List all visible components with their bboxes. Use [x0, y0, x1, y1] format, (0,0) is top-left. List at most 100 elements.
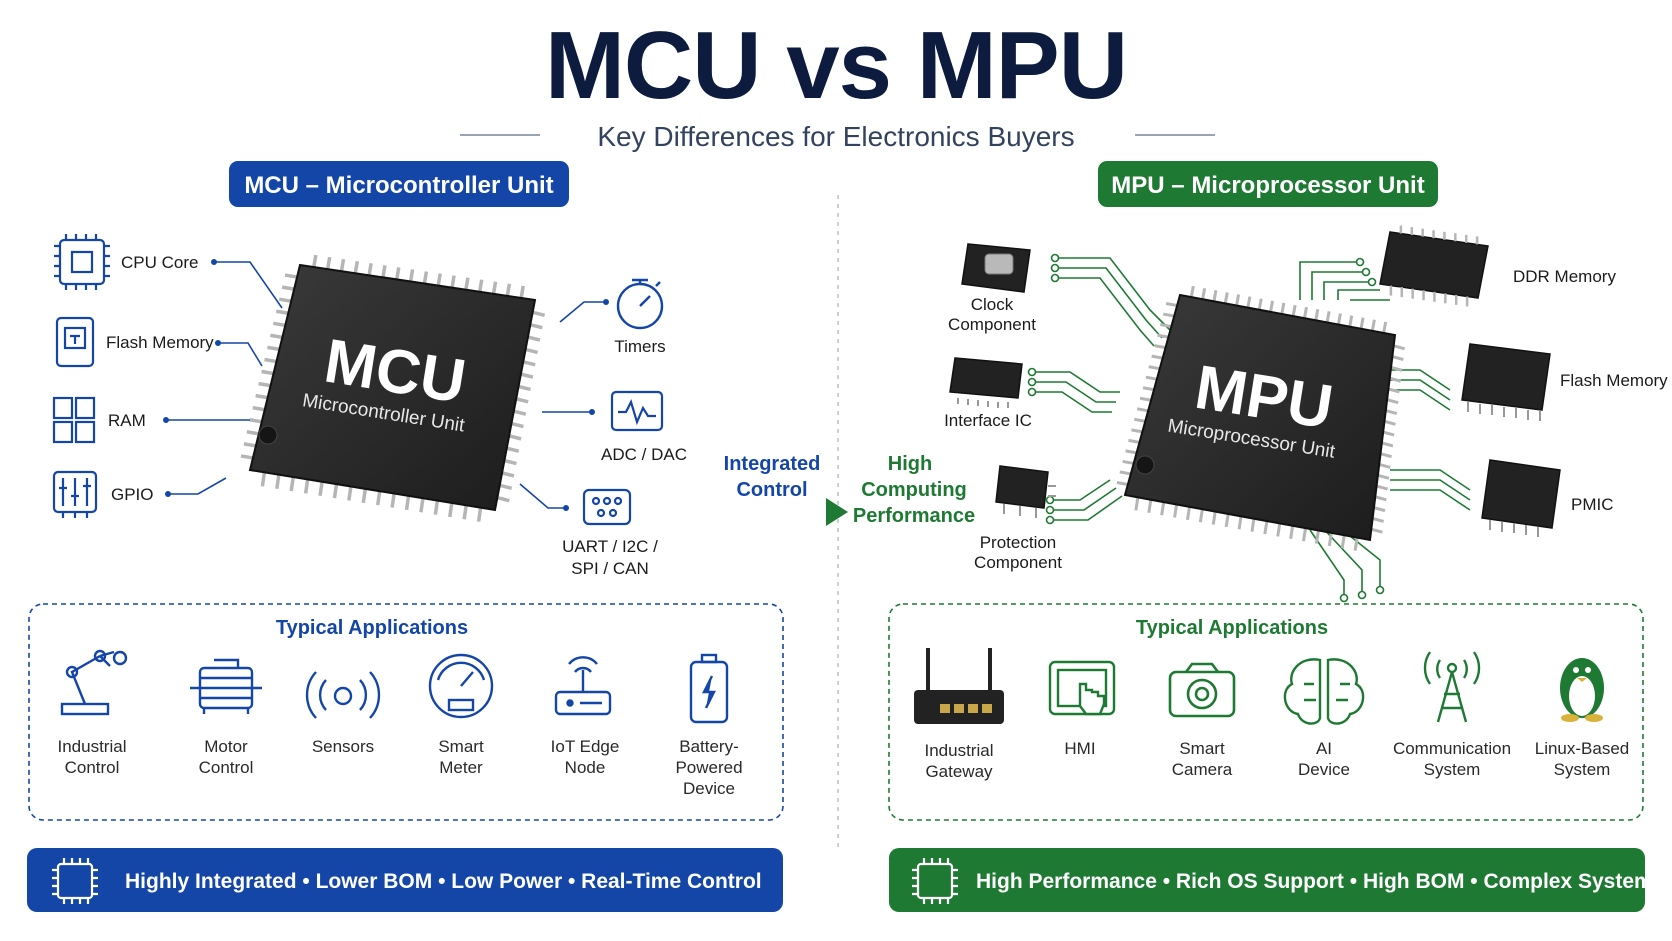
middle-left-line1: Integrated	[724, 453, 821, 475]
chip-pin	[1189, 285, 1195, 298]
waveform-icon	[610, 390, 664, 432]
brain-icon	[1283, 658, 1365, 725]
connector-icon	[582, 488, 632, 526]
mcu-app-battery-line2: Powered	[675, 758, 742, 777]
chip-pin	[1373, 506, 1386, 513]
trace-dot	[1027, 387, 1037, 397]
mcu-feature-gpio-label: GPIO	[111, 485, 154, 504]
chip-pin	[1380, 452, 1392, 459]
chip-pin	[1389, 376, 1402, 383]
chip-pin	[515, 397, 529, 404]
mcu-banner-text: Highly Integrated • Lower BOM • Low Powe…	[125, 870, 762, 893]
chip-pin	[390, 493, 396, 508]
chip-pin	[499, 483, 513, 490]
mcu-feature-adc-label: ADC / DAC	[601, 445, 687, 464]
mpu-pmic-label: PMIC	[1571, 495, 1614, 514]
trace-dot	[1375, 585, 1385, 595]
chip-pin	[503, 458, 517, 466]
chip-pin	[303, 479, 310, 494]
chip-pin	[501, 471, 515, 478]
pmic-chip-icon	[1481, 459, 1561, 537]
mpu-banner-item-3: High BOM	[1363, 870, 1464, 893]
robot-arm-icon	[60, 649, 128, 716]
interface-chip-icon	[949, 357, 1023, 408]
banner-chip-icon	[52, 858, 98, 904]
chip-pin	[1246, 296, 1252, 308]
mcu-app-battery: Battery- Powered Device	[675, 653, 743, 798]
chip-pin	[513, 409, 527, 416]
chip-pin	[1269, 300, 1275, 313]
mcu-banner-item-2: Lower BOM	[316, 870, 433, 893]
chip-pin	[1381, 441, 1394, 448]
mcu-feature-flash: Flash Memory	[55, 316, 263, 368]
mcu-app-meter-line2: Meter	[439, 758, 483, 777]
chip-pin	[375, 490, 382, 506]
mpu-chip-dot	[1135, 455, 1155, 475]
chip-pin	[1382, 321, 1388, 334]
meter-icon	[428, 653, 494, 719]
chip-pin	[1382, 430, 1395, 437]
chip-pin	[464, 277, 470, 290]
chip-pin	[508, 434, 522, 441]
chip-pin	[422, 271, 429, 284]
chip-pin	[1136, 407, 1149, 413]
mcu-app-industrial-line2: Control	[65, 758, 120, 777]
chip-pin	[1372, 516, 1385, 523]
chip-pin	[1263, 520, 1269, 535]
mpu-component-interface: Interface IC	[944, 357, 1032, 430]
chip-pin	[1384, 419, 1396, 426]
chip-pin	[1302, 527, 1308, 542]
page-title: MCU vs MPU	[545, 12, 1127, 119]
chip-pin	[1235, 294, 1241, 306]
middle-right-line2: Computing	[861, 479, 967, 501]
mpu-chip: MPU Microprocessor Unit	[1116, 285, 1406, 551]
mpu-component-protection: Protection Component	[974, 465, 1062, 572]
chip-pin	[506, 446, 520, 453]
chip-pin	[1157, 333, 1169, 339]
router-icon	[554, 656, 612, 716]
chip-pin	[1128, 438, 1140, 444]
protection-chip-icon	[995, 465, 1056, 518]
chip-pin	[281, 285, 295, 291]
chip-pin	[1388, 387, 1400, 394]
mpu-app-gateway-line2: Gateway	[925, 762, 993, 781]
trace-dot	[1357, 590, 1367, 600]
gateway-icon	[914, 648, 1004, 724]
chip-pin	[527, 335, 541, 342]
chip-pin	[1291, 304, 1297, 317]
chip-pin	[270, 333, 283, 340]
chip-pin	[273, 321, 286, 328]
mpu-app-ai: AI Device	[1283, 658, 1365, 779]
trace-dot	[1050, 273, 1060, 283]
mcu-apps-box	[28, 603, 784, 821]
mcu-feature-timers-label: Timers	[614, 337, 665, 356]
trace-dot	[1050, 253, 1060, 263]
chip-pin	[522, 360, 536, 367]
mcu-feature-ram-label: RAM	[108, 411, 146, 430]
chip-pin	[419, 497, 425, 513]
chip-pin	[275, 474, 281, 489]
trace-dot	[1339, 593, 1349, 603]
chip-pin	[252, 405, 265, 412]
mpu-app-ai-line2: Device	[1298, 760, 1350, 779]
chip-pin	[275, 309, 289, 315]
mcu-feature-cpu: CPU Core	[54, 234, 283, 309]
chip-pin	[260, 472, 267, 487]
chip-pin	[433, 500, 440, 515]
chip-pin	[367, 263, 373, 276]
mpu-protection-label-2: Component	[974, 553, 1062, 572]
mcu-feature-gpio: GPIO	[52, 470, 227, 518]
mpu-banner-text: High Performance • Rich OS Support • Hig…	[976, 870, 1653, 893]
chip-pin	[1340, 535, 1346, 549]
trace-dot	[1045, 495, 1055, 505]
chip-pin	[1160, 323, 1172, 329]
chip-pin	[1147, 499, 1153, 513]
mcu-app-iot: IoT Edge Node	[551, 656, 619, 777]
chip-pin	[284, 273, 298, 279]
chip-pin	[1125, 449, 1137, 455]
chip-pin	[1122, 459, 1134, 465]
chip-pin	[264, 357, 277, 364]
chip-pin	[325, 256, 332, 270]
